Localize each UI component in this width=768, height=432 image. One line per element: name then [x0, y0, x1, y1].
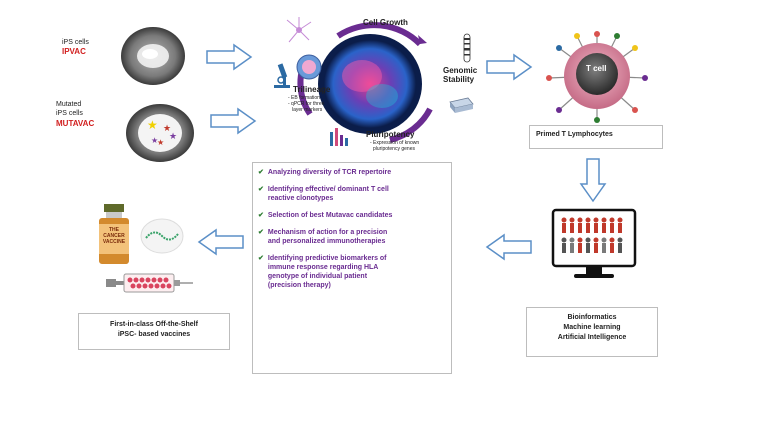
syringe-icon [106, 273, 193, 293]
mutavac-line1: Mutated [56, 101, 82, 108]
check-icon: ✔ [258, 255, 264, 262]
arrow-mutavac-to-cycle [210, 107, 257, 135]
vaccine-caption-box: First-in-class Off-the-Shelf iPSC- based… [78, 313, 230, 350]
svg-text:★: ★ [151, 136, 158, 145]
pluripotency-item-2: pluripotency genes [373, 146, 415, 152]
bioinformatics-caption-3: Artificial Intelligence [557, 334, 627, 341]
trilineage-item-1: - EB formation [288, 95, 320, 101]
list-item: ✔Analyzing diversity of TCR repertoire [258, 169, 392, 176]
chromosome-icon [463, 33, 471, 63]
antibody-icon [140, 218, 184, 254]
svg-text:★: ★ [169, 131, 177, 141]
arrow-bioinformatics-to-analysis [485, 233, 532, 261]
bioinformatics-caption-box: Bioinformatics Machine learning Artifici… [526, 307, 658, 357]
embryoid-body-icon [296, 54, 322, 80]
tcell-caption-box: Primed T Lymphocytes [529, 125, 663, 149]
bioinformatics-caption-1: Bioinformatics [567, 314, 617, 321]
pluripotency-item-1: - Expression of known [370, 140, 420, 146]
arrow-tcell-to-bioinformatics [579, 158, 607, 203]
vaccine-caption-2: iPSC- based vaccines [117, 331, 191, 338]
ipvac-culture-dish [121, 27, 185, 85]
t-cell-illustration [546, 31, 648, 123]
vaccine-bottle-text-2: CANCER [103, 233, 125, 239]
tcell-caption: Primed T Lymphocytes [536, 131, 613, 138]
mutavac-line2: iPS cells [56, 110, 83, 117]
vaccine-caption-1: First-in-class Off-the-Shelf [110, 321, 198, 328]
bioinformatics-caption-2: Machine learning [563, 324, 621, 331]
check-icon: ✔ [258, 169, 264, 176]
svg-text:★: ★ [163, 123, 171, 133]
list-item: ✔Selection of best Mutavac candidates [258, 212, 393, 219]
trilineage-title: Trilineage [293, 85, 331, 94]
vaccine-bottle [99, 204, 129, 264]
analysis-list: ✔Analyzing diversity of TCR repertoire ✔… [258, 168, 450, 298]
people-crowd-graphic [561, 217, 623, 253]
mutavac-culture-dish: ★ ★ ★ ★ ★ [126, 104, 194, 162]
mutavac-label: MUTAVAC [56, 119, 95, 128]
cell-growth-title: Cell Growth [363, 18, 408, 27]
genomic-title-2: Stability [443, 75, 475, 84]
neuron-icon [286, 17, 312, 43]
check-icon: ✔ [258, 229, 264, 236]
trilineage-item-2: - qPCR for three [288, 101, 325, 107]
analysis-box [252, 162, 452, 374]
vaccine-bottle-text-3: VACCINE [102, 239, 126, 245]
svg-text:★: ★ [157, 138, 164, 147]
ipvac-label: IPVAC [62, 47, 86, 56]
arrow-ipvac-to-cycle [206, 43, 253, 71]
check-icon: ✔ [258, 212, 264, 219]
trilineage-item-3: layer markers [292, 107, 323, 113]
sequencer-icon [449, 97, 474, 113]
ipvac-line1: iPS cells [62, 39, 89, 46]
tcell-label: T cell [586, 64, 607, 73]
pluripotency-title: Pluripotency [366, 130, 415, 139]
arrow-cycle-to-tcell [486, 53, 533, 81]
expression-bar-chart-icon [330, 128, 348, 146]
svg-text:★: ★ [147, 118, 158, 132]
vaccine-bottle-text-1: THE [109, 227, 119, 233]
microscope-icon [274, 63, 290, 88]
genomic-title-1: Genomic [443, 66, 478, 75]
check-icon: ✔ [258, 186, 264, 193]
arrow-analysis-to-vaccine [197, 228, 244, 256]
